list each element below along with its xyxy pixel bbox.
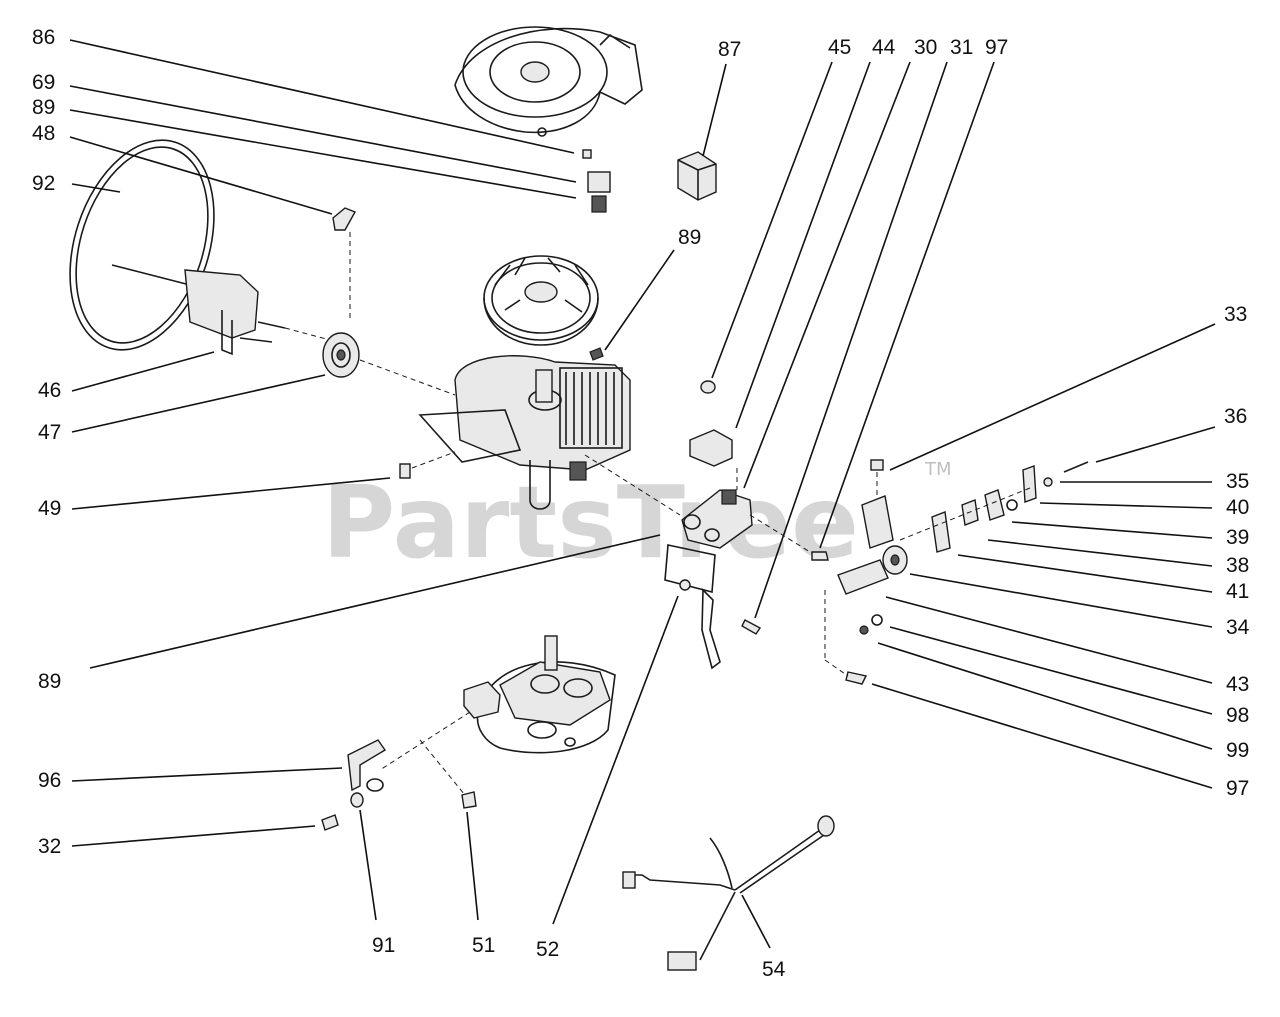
part-97-bolt: [845, 671, 868, 685]
part-99-nut: [859, 625, 869, 635]
callout-32: 32: [38, 835, 61, 858]
part-97-screw: [811, 551, 829, 561]
callout-46: 46: [38, 379, 61, 402]
part-89-plug: [591, 195, 607, 213]
part-96-bracket: [347, 739, 387, 792]
part-98-washer: [871, 614, 883, 626]
callout-31: 31: [950, 36, 973, 59]
part-54-wire-harness: [622, 815, 835, 971]
callout-69: 69: [32, 71, 55, 94]
callout-33: 33: [1224, 303, 1247, 326]
callout-87: 87: [718, 38, 741, 61]
part-44-module: [689, 429, 733, 467]
engine-base: [463, 635, 616, 754]
callout-92: 92: [32, 172, 55, 195]
callout-44: 44: [872, 36, 896, 59]
callout-91: 91: [372, 934, 395, 957]
callout-89: 89: [32, 96, 55, 119]
part-washer: [1006, 499, 1018, 511]
part-plate: [664, 544, 716, 594]
callout-38: 38: [1226, 554, 1249, 577]
part-46-drive-clutch: [111, 264, 286, 356]
callout-49: 49: [38, 497, 61, 520]
part-92-belt: [69, 139, 215, 351]
part-38-link: [931, 511, 951, 553]
part-89-flywheel: [483, 255, 599, 346]
callout-89-flywheel: 89: [678, 226, 701, 249]
part-40-plate: [984, 489, 1005, 521]
leader-lines: [69, 39, 1216, 949]
callout-40: 40: [1226, 496, 1249, 519]
part-89-connector: [587, 171, 611, 193]
callout-35: 35: [1226, 470, 1249, 493]
callout-41: 41: [1226, 580, 1249, 603]
callout-48: 48: [32, 122, 55, 145]
callout-47: 47: [38, 421, 61, 444]
callout-99: 99: [1226, 739, 1249, 762]
watermark-tm: TM: [924, 459, 952, 480]
part-48-key: [332, 207, 356, 231]
part-45-nut: [700, 380, 716, 394]
callout-86: 86: [32, 26, 55, 49]
callout-97-top: 97: [985, 36, 1008, 59]
callout-30: 30: [914, 36, 937, 59]
part-69-clip: [582, 149, 592, 159]
callout-45: 45: [828, 36, 851, 59]
callout-39: 39: [1226, 526, 1249, 549]
part-36-spring: [1063, 461, 1089, 473]
part-47-pulley: [322, 332, 360, 378]
callout-89-lower: 89: [38, 670, 61, 693]
callout-34: 34: [1226, 616, 1250, 639]
part-35-lever: [1022, 465, 1037, 503]
part-91-washer: [350, 792, 364, 808]
callout-43: 43: [1226, 673, 1249, 696]
callout-98: 98: [1226, 704, 1249, 727]
watermark-text: PartsTree: [322, 464, 859, 581]
part-51-screw: [461, 791, 477, 809]
callout-52: 52: [536, 938, 559, 961]
part-49-bolt: [399, 451, 456, 479]
part-32-bolt: [321, 814, 339, 831]
callout-54: 54: [762, 958, 786, 981]
part-87-module: [677, 151, 717, 201]
engine-block: [418, 355, 631, 510]
callout-97-lower: 97: [1226, 777, 1249, 800]
part-34-roller: [837, 545, 908, 595]
callout-36: 36: [1224, 405, 1247, 428]
part-33-bracket: [861, 459, 894, 549]
part-30-bracket: [681, 489, 753, 549]
callout-51: 51: [472, 934, 495, 957]
part-wire-lead: [701, 588, 721, 670]
part-31-screw: [741, 619, 762, 635]
callout-96: 96: [38, 769, 61, 792]
blower-housing: [454, 26, 643, 137]
part-89-key: [589, 347, 604, 361]
